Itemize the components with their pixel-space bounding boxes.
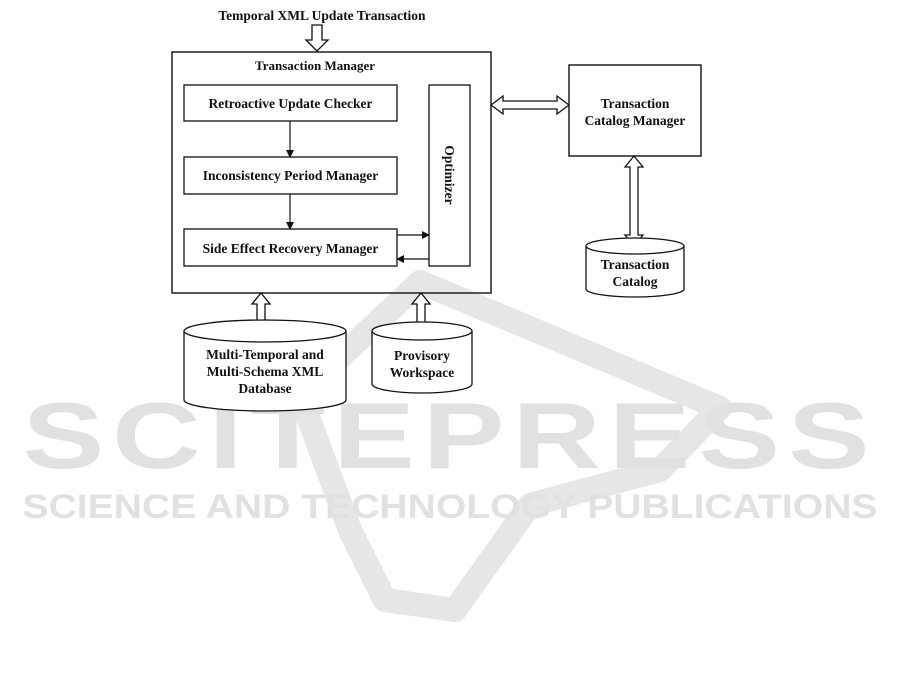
inconsistency-period-manager-box (183, 156, 398, 195)
provisory-workspace-cylinder (371, 321, 473, 394)
transaction-catalog-manager-box (568, 64, 702, 157)
inconsistency-period-manager-label: Inconsistency Period Manager (203, 168, 378, 183)
scitepress-watermark: SCITEPRESS SCIENCE AND TECHNOLOGY PUBLIC… (23, 270, 878, 622)
transaction-manager-box (171, 51, 492, 294)
transaction-catalog-line1: Transaction (601, 257, 670, 272)
provisory-workspace-line2: Workspace (390, 365, 455, 380)
xml-database-line2: Multi-Schema XML (207, 364, 324, 379)
side-effect-recovery-manager-label: Side Effect Recovery Manager (203, 241, 379, 256)
side-effect-recovery-manager-box (183, 228, 398, 267)
watermark-logo-shape (288, 270, 732, 622)
transaction-catalog-line2: Catalog (613, 274, 658, 289)
xml-database-cylinder (183, 319, 347, 412)
tm-catalog-double-arrow (489, 94, 571, 116)
provisory-workspace-line1: Provisory (394, 348, 450, 363)
xml-database-line3: Database (238, 381, 291, 396)
transaction-manager-title: Transaction Manager (255, 58, 375, 73)
watermark-brand: SCITEPRESS (23, 383, 878, 488)
transaction-catalog-manager-line1: Transaction (601, 96, 670, 111)
input-transaction-label: Temporal XML Update Transaction (218, 8, 426, 23)
catalogmanager-catalog-double-arrow (623, 154, 645, 248)
input-down-arrow (304, 24, 330, 52)
transaction-catalog-cylinder (585, 237, 685, 298)
xml-database-line1: Multi-Temporal and (206, 347, 324, 362)
watermark-tagline: SCIENCE AND TECHNOLOGY PUBLICATIONS (23, 488, 878, 526)
transaction-catalog-manager-line2: Catalog Manager (585, 113, 686, 128)
retroactive-update-checker-label: Retroactive Update Checker (209, 96, 373, 111)
optimizer-box (428, 84, 471, 267)
optimizer-label: Optimizer (442, 145, 457, 204)
